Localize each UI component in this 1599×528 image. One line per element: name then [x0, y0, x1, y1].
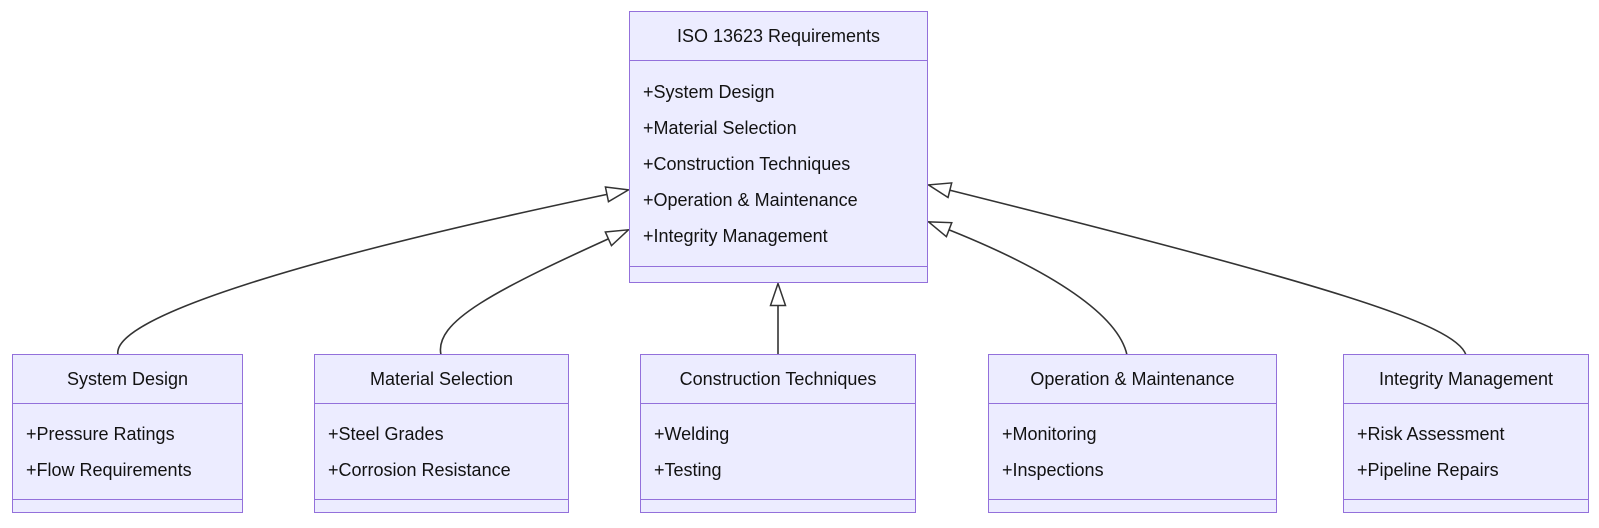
- inheritance-arrow-integrity-management: [929, 185, 1467, 356]
- class-title: System Design: [13, 355, 242, 404]
- class-member: +Monitoring: [1002, 423, 1097, 444]
- class-members: +System Design +Material Selection +Cons…: [630, 61, 927, 266]
- class-box-operation-maintenance: Operation & Maintenance +Monitoring +Ins…: [988, 354, 1277, 513]
- class-members: +Steel Grades +Corrosion Resistance: [315, 404, 568, 499]
- class-member: +Pressure Ratings: [26, 423, 175, 444]
- class-member: +Steel Grades: [328, 423, 444, 444]
- class-member: +Operation & Maintenance: [643, 189, 858, 210]
- class-member: +Material Selection: [643, 117, 797, 138]
- class-methods-empty: [13, 499, 242, 512]
- class-title: ISO 13623 Requirements: [630, 12, 927, 61]
- class-members: +Pressure Ratings +Flow Requirements: [13, 404, 242, 499]
- class-members: +Welding +Testing: [641, 404, 915, 499]
- class-methods-empty: [315, 499, 568, 512]
- class-title: Construction Techniques: [641, 355, 915, 404]
- class-methods-empty: [989, 499, 1276, 512]
- class-member: +Inspections: [1002, 459, 1104, 480]
- class-member: +System Design: [643, 81, 775, 102]
- class-box-material-selection: Material Selection +Steel Grades +Corros…: [314, 354, 569, 513]
- inheritance-arrow-system-design: [117, 190, 628, 356]
- inheritance-arrow-operation-maintenance: [929, 222, 1128, 356]
- class-member: +Flow Requirements: [26, 459, 192, 480]
- class-members: +Risk Assessment +Pipeline Repairs: [1344, 404, 1588, 499]
- class-methods-empty: [630, 266, 927, 282]
- class-member: +Integrity Management: [643, 225, 828, 246]
- class-member: +Construction Techniques: [643, 153, 851, 174]
- class-member: +Pipeline Repairs: [1357, 459, 1499, 480]
- class-member: +Corrosion Resistance: [328, 459, 511, 480]
- class-member: +Risk Assessment: [1357, 423, 1505, 444]
- class-box-construction-techniques: Construction Techniques +Welding +Testin…: [640, 354, 916, 513]
- class-box-integrity-management: Integrity Management +Risk Assessment +P…: [1343, 354, 1589, 513]
- class-box-system-design: System Design +Pressure Ratings +Flow Re…: [12, 354, 243, 513]
- class-title: Operation & Maintenance: [989, 355, 1276, 404]
- class-members: +Monitoring +Inspections: [989, 404, 1276, 499]
- class-member: +Welding: [654, 423, 730, 444]
- inheritance-arrow-material-selection: [439, 230, 628, 356]
- class-member: +Testing: [654, 459, 722, 480]
- class-title: Material Selection: [315, 355, 568, 404]
- class-title: Integrity Management: [1344, 355, 1588, 404]
- class-box-iso-13623-requirements: ISO 13623 Requirements +System Design +M…: [629, 11, 928, 283]
- class-methods-empty: [641, 499, 915, 512]
- class-methods-empty: [1344, 499, 1588, 512]
